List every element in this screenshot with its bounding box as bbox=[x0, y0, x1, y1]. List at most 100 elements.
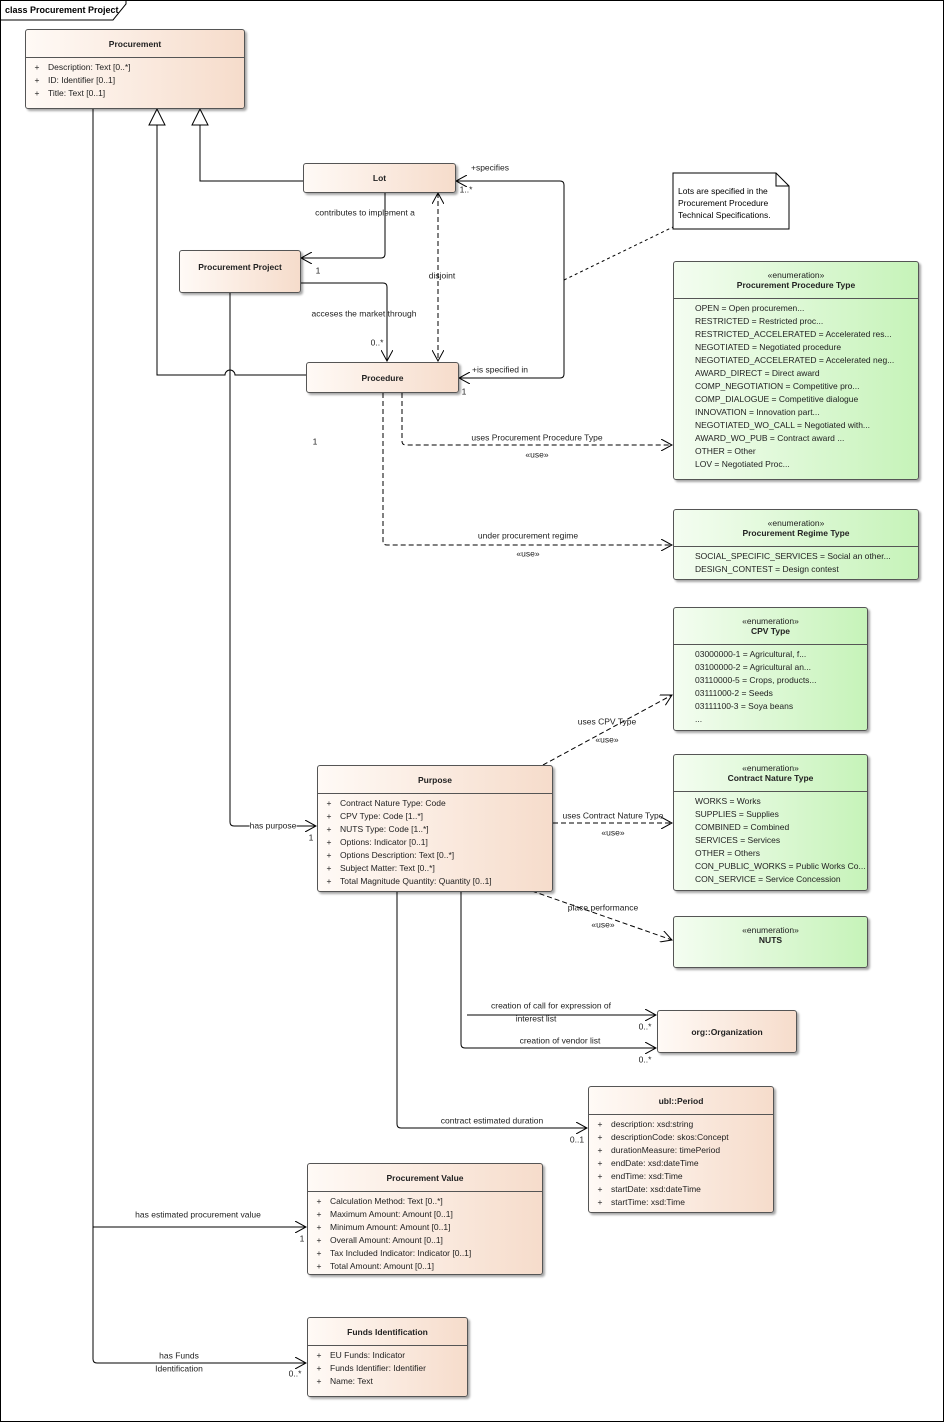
class-procurement-value[interactable]: Procurement Value +Calculation Method: T… bbox=[307, 1163, 543, 1275]
attribute-list: +Calculation Method: Text [0..*] +Maximum… bbox=[308, 1192, 542, 1273]
generalization-triangle bbox=[191, 107, 209, 126]
enum-literal: NEGOTIATED_WO_CALL = Negotiated with... bbox=[695, 420, 871, 430]
assoc-label: has purpose bbox=[249, 820, 297, 832]
attribute: +Calculation Method: Text [0..*] bbox=[316, 1196, 443, 1206]
generalization-lot bbox=[199, 125, 303, 182]
assoc-label: Identification bbox=[155, 1363, 203, 1375]
enum-procurement-procedure-type[interactable]: «enumeration»Procurement Procedure Type … bbox=[673, 261, 919, 480]
class-procurement-project[interactable]: Procurement Project bbox=[179, 250, 301, 293]
enum-literal: SUPPLIES = Supplies bbox=[695, 809, 779, 819]
assoc-label: uses CPV Type bbox=[577, 716, 637, 727]
multiplicity: 0..1 bbox=[569, 1134, 585, 1145]
frame-title: class Procurement Project bbox=[5, 5, 119, 15]
assoc-procurement-trunk bbox=[92, 108, 306, 1363]
class-procedure[interactable]: Procedure bbox=[306, 362, 459, 393]
attribute: +Funds Identifier: Identifier bbox=[316, 1363, 426, 1373]
attribute-list: +EU Funds: Indicator+Funds Identifier: I… bbox=[308, 1346, 467, 1388]
literal-list: SOCIAL_SPECIFIC_SERVICES = Social an oth… bbox=[674, 547, 918, 576]
enum-header: «enumeration»CPV Type bbox=[674, 608, 867, 645]
attribute-list: +Contract Nature Type: Code+CPV Type: Co… bbox=[318, 794, 552, 888]
assoc-specifies bbox=[456, 181, 565, 379]
multiplicity: 1..* bbox=[459, 184, 473, 195]
enum-literal: OPEN = Open procuremen... bbox=[695, 303, 805, 313]
enum-header: «enumeration»Contract Nature Type bbox=[674, 755, 867, 792]
attribute-list: +Description: Text [0..*] +ID: Identifie… bbox=[26, 58, 244, 100]
enum-nuts[interactable]: «enumeration»NUTS bbox=[673, 916, 868, 968]
use-cpv bbox=[542, 695, 672, 766]
note[interactable]: Lots are specified in the Procurement Pr… bbox=[673, 173, 789, 229]
attribute: +durationMeasure: timePeriod bbox=[597, 1145, 721, 1155]
class-org-organization[interactable]: org::Organization bbox=[657, 1010, 797, 1053]
assoc-label: acceses the market through bbox=[311, 308, 417, 319]
stereotype: «enumeration» bbox=[742, 763, 799, 773]
stereotype-label: «use» bbox=[525, 449, 549, 460]
enum-literal: DESIGN_CONTEST = Design contest bbox=[695, 564, 839, 574]
literal-list: 03000000-1 = Agricultural, f...03100000-… bbox=[674, 645, 867, 726]
stereotype: «enumeration» bbox=[767, 518, 825, 528]
multiplicity: 0..* bbox=[370, 337, 384, 348]
enum-literal: OTHER = Others bbox=[695, 848, 760, 858]
assoc-label: creation of vendor list bbox=[519, 1035, 601, 1046]
attribute: +ID: Identifier [0..1] bbox=[34, 75, 116, 85]
stereotype: «enumeration» bbox=[742, 925, 799, 935]
use-procedure-type bbox=[401, 393, 672, 445]
assoc-label: contributes to implement a bbox=[315, 207, 415, 218]
attribute: +endTime: xsd:Time bbox=[597, 1171, 683, 1181]
enum-literal: 03111000-2 = Seeds bbox=[695, 688, 773, 698]
note-line: Procurement Procedure bbox=[678, 198, 769, 208]
note-line: Technical Specifications. bbox=[678, 210, 771, 220]
multiplicity: 1 bbox=[312, 436, 318, 447]
class-name: Lot bbox=[372, 173, 387, 183]
enum-literal: 03000000-1 = Agricultural, f... bbox=[695, 649, 807, 659]
enum-literal: RESTRICTED_ACCELERATED = Accelerated res… bbox=[695, 329, 892, 339]
use-nuts bbox=[531, 890, 672, 940]
role-label: +is specified in bbox=[472, 364, 528, 375]
enum-literal: 03111100-3 = Soya beans bbox=[695, 701, 794, 711]
class-name: Procurement Project bbox=[198, 262, 282, 272]
multiplicity: 1 bbox=[315, 265, 321, 276]
attribute: +Total Amount: Amount [0..1] bbox=[316, 1261, 434, 1271]
enum-header: «enumeration»Procurement Regime Type bbox=[674, 510, 918, 547]
enum-literal: INNOVATION = Innovation part... bbox=[695, 407, 820, 417]
enum-literal: NEGOTIATED = Negotiated procedure bbox=[695, 342, 842, 352]
class-procurement[interactable]: Procurement +Description: Text [0..*] +I… bbox=[25, 29, 245, 109]
multiplicity: 1 bbox=[308, 832, 314, 843]
attribute: +Options: Indicator [0..1] bbox=[326, 837, 428, 847]
attribute: +description: xsd:string bbox=[597, 1119, 694, 1129]
enum-cpv-type[interactable]: «enumeration»CPV Type 03000000-1 = Agric… bbox=[673, 607, 868, 731]
enum-name: CPV Type bbox=[750, 626, 791, 636]
assoc-project-purpose bbox=[229, 292, 316, 826]
enum-contract-nature-type[interactable]: «enumeration»Contract Nature Type WORKS … bbox=[673, 754, 868, 891]
class-ubl-period[interactable]: ubl::Period +description: xsd:string+des… bbox=[588, 1086, 774, 1213]
note-link bbox=[563, 226, 674, 281]
attribute: +CPV Type: Code [1..*] bbox=[326, 811, 423, 821]
stereotype-label: «use» bbox=[591, 919, 615, 930]
attribute: +descriptionCode: skos:Concept bbox=[597, 1132, 729, 1142]
enum-procurement-regime-type[interactable]: «enumeration»Procurement Regime Type SOC… bbox=[673, 509, 919, 580]
attribute: +Maximum Amount: Amount [0..1] bbox=[316, 1209, 453, 1219]
class-funds-identification[interactable]: Funds Identification +EU Funds: Indicato… bbox=[307, 1317, 468, 1397]
class-name: Procurement bbox=[26, 30, 244, 58]
attribute: +Title: Text [0..1] bbox=[34, 88, 106, 98]
enum-literal: COMP_NEGOTIATION = Competitive pro... bbox=[695, 381, 860, 391]
assoc-label: has Funds bbox=[159, 1350, 199, 1361]
class-lot[interactable]: Lot bbox=[303, 163, 456, 193]
attribute: +Total Magnitude Quantity: Quantity [0..… bbox=[326, 876, 492, 886]
stereotype: «enumeration» bbox=[767, 270, 825, 280]
enum-literal: LOV = Negotiated Proc... bbox=[695, 459, 790, 469]
assoc-label: interest list bbox=[515, 1013, 557, 1024]
enum-literal: SERVICES = Services bbox=[695, 835, 781, 845]
attribute: +Overall Amount: Amount [0..1] bbox=[316, 1235, 443, 1245]
class-purpose[interactable]: Purpose +Contract Nature Type: Code+CPV … bbox=[317, 765, 553, 892]
enum-literal: ... bbox=[695, 714, 703, 724]
enum-literal: CON_SERVICE = Service Concession bbox=[695, 874, 841, 884]
attribute: +Options Description: Text [0..*] bbox=[326, 850, 455, 860]
use-regime-type bbox=[382, 393, 672, 545]
enum-literal: COMBINED = Combined bbox=[695, 822, 790, 832]
class-name: ubl::Period bbox=[589, 1087, 773, 1115]
assoc-vendor-org bbox=[460, 892, 656, 1048]
assoc-project-procedure bbox=[300, 282, 387, 361]
attribute: +Minimum Amount: Amount [0..1] bbox=[316, 1222, 451, 1232]
